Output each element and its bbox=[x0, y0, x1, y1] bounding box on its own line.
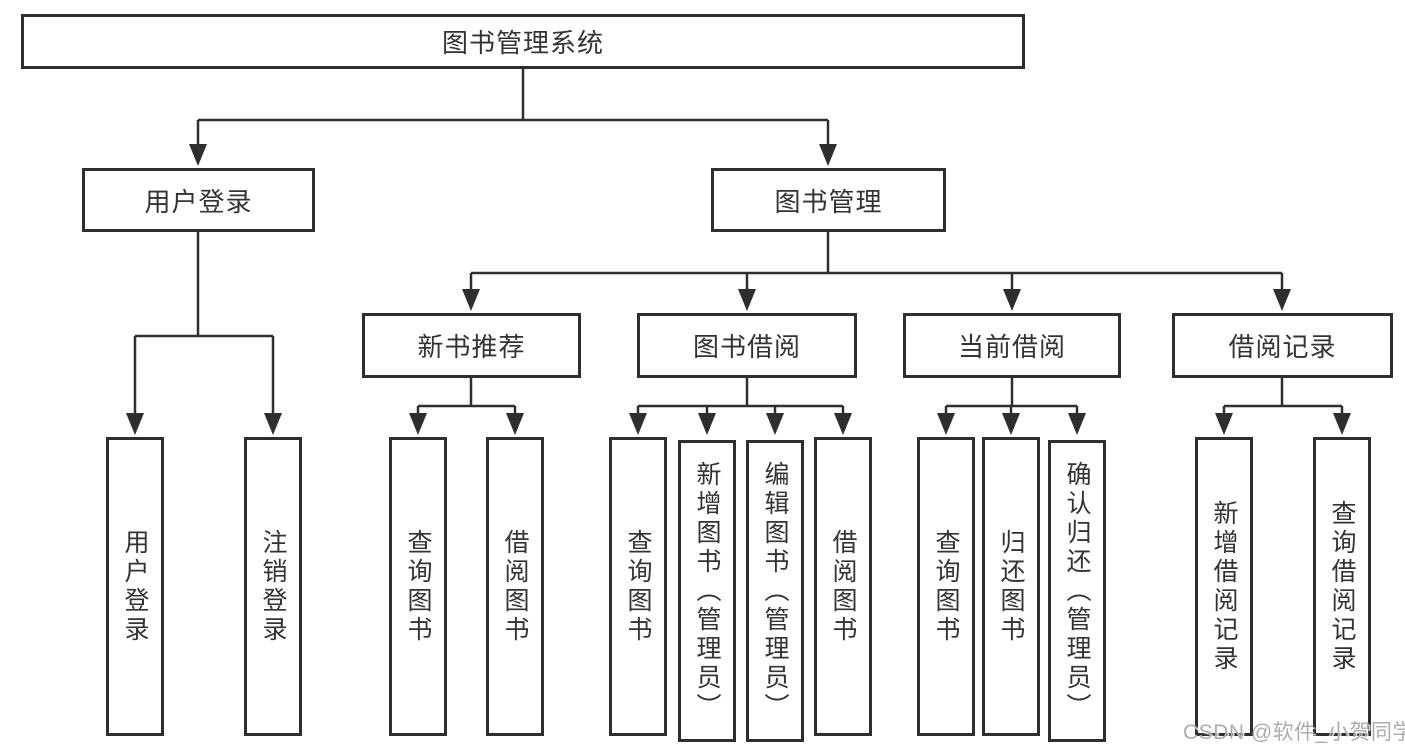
node-book-management: 图书管理 bbox=[711, 168, 946, 232]
leaf-query-books-current: 查询图书 bbox=[917, 437, 975, 736]
connectors-borrow-records bbox=[1215, 378, 1351, 435]
leaf-query-books-borrow: 查询图书 bbox=[609, 437, 667, 736]
connectors-user-login bbox=[126, 232, 282, 435]
leaf-borrow-books-recommend: 借阅图书 bbox=[486, 437, 544, 736]
connectors-level1 bbox=[189, 69, 837, 166]
connectors-new-book bbox=[409, 378, 524, 435]
connectors-current-borrow bbox=[937, 378, 1086, 435]
leaf-query-books-recommend: 查询图书 bbox=[389, 437, 447, 736]
node-borrowing-records: 借阅记录 bbox=[1172, 313, 1393, 378]
node-library-management-system: 图书管理系统 bbox=[21, 14, 1025, 69]
leaf-borrow-books: 借阅图书 bbox=[814, 437, 872, 736]
leaf-return-book: 归还图书 bbox=[982, 437, 1040, 736]
leaf-confirm-return-admin: 确认归还（管理员） bbox=[1048, 440, 1106, 742]
node-book-borrowing: 图书借阅 bbox=[637, 313, 857, 378]
leaf-user-login: 用户登录 bbox=[106, 437, 164, 736]
connectors-book-management bbox=[462, 232, 1291, 311]
leaf-query-borrow-record: 查询借阅记录 bbox=[1313, 437, 1371, 736]
node-new-book-recommendation: 新书推荐 bbox=[362, 313, 581, 378]
leaf-edit-book-admin: 编辑图书（管理员） bbox=[746, 440, 804, 742]
csdn-watermark: CSDN @软件_小贺同学 bbox=[1183, 721, 1405, 744]
leaf-logout: 注销登录 bbox=[244, 437, 302, 736]
node-user-login: 用户登录 bbox=[82, 168, 315, 232]
leaf-add-borrow-record: 新增借阅记录 bbox=[1195, 437, 1253, 736]
node-current-borrowing: 当前借阅 bbox=[903, 313, 1121, 378]
leaf-add-book-admin: 新增图书（管理员） bbox=[678, 440, 736, 742]
connectors-book-borrow bbox=[629, 378, 852, 435]
